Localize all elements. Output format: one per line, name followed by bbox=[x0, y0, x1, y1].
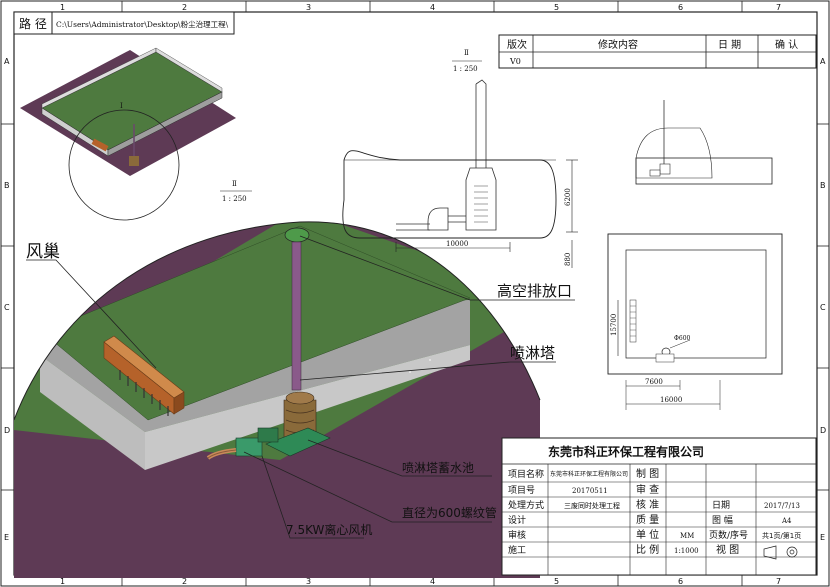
callout-spray-tower: 喷淋塔 bbox=[510, 344, 555, 362]
col-num-bottom: 4 bbox=[430, 577, 435, 586]
col-num-bottom: 2 bbox=[182, 577, 187, 586]
frame-numbers-top: 1 2 3 4 5 6 7 bbox=[60, 3, 781, 12]
dim-elevation-width: 10000 bbox=[446, 240, 468, 248]
tb-key: 项目号 bbox=[508, 485, 535, 496]
dim-plan-outer: 16000 bbox=[660, 396, 682, 404]
callout-line-spray bbox=[299, 361, 556, 381]
section-mark-overview: Ⅰ bbox=[120, 102, 123, 110]
callouts bbox=[26, 235, 575, 539]
rev-header-version: 版次 bbox=[507, 38, 527, 51]
tb-key: 设计 bbox=[508, 514, 526, 526]
overview-isometric: Ⅰ bbox=[20, 47, 236, 221]
elevation-view: Ⅱ 1 : 250 10000 6200 880 bbox=[342, 49, 578, 268]
dim-plan-vertical: 15700 bbox=[610, 314, 618, 336]
pool-base bbox=[265, 427, 331, 457]
scale-label-mid: Ⅱ 1 : 250 bbox=[220, 180, 252, 203]
tb-key: 审核 bbox=[508, 529, 526, 541]
col-num-bottom: 3 bbox=[306, 577, 311, 586]
callout-line-pipe bbox=[243, 451, 492, 523]
row-letter-left: C bbox=[4, 303, 10, 312]
detail-label-mid: Ⅱ bbox=[232, 180, 237, 188]
col-num-top: 7 bbox=[776, 3, 781, 12]
col-num-bottom: 6 bbox=[678, 577, 683, 586]
tb-value: 东莞市科正环保工程有限公司 bbox=[550, 470, 628, 478]
dim-diameter: Φ600 bbox=[674, 335, 691, 342]
fengchao-box bbox=[103, 335, 185, 416]
dim-elevation-base: 880 bbox=[564, 253, 572, 266]
path-label: 路 径 bbox=[19, 16, 47, 31]
detail-scale-mid: 1 : 250 bbox=[222, 195, 247, 203]
row-letter-left: E bbox=[4, 533, 9, 542]
tb-value: A4 bbox=[781, 517, 792, 525]
tb-key: 施工 bbox=[508, 544, 526, 556]
callout-pool: 喷淋塔蓄水池 bbox=[402, 461, 474, 475]
row-letter-left: D bbox=[4, 426, 10, 435]
row-letter-right: D bbox=[820, 426, 826, 435]
rev-header-content: 修改内容 bbox=[598, 38, 638, 51]
row-letter-right: A bbox=[820, 57, 826, 66]
tb-key: 制 图 bbox=[636, 467, 659, 480]
tb-key: 日期 bbox=[712, 500, 730, 511]
callout-pipe: 直径为600螺纹管 bbox=[402, 505, 497, 520]
tb-key: 审 查 bbox=[636, 483, 659, 496]
col-num-top: 6 bbox=[678, 3, 683, 12]
rev-header-confirm: 确 认 bbox=[775, 38, 798, 51]
col-num-bottom: 1 bbox=[60, 577, 65, 586]
callout-line-exhaust bbox=[299, 235, 575, 301]
row-letter-left: B bbox=[4, 181, 10, 190]
rev-header-date: 日 期 bbox=[718, 39, 741, 51]
tb-key: 质 量 bbox=[636, 514, 659, 526]
tb-value: MM bbox=[680, 532, 694, 540]
rev-row-version: V0 bbox=[509, 57, 521, 66]
tb-value: 2017/7/13 bbox=[764, 502, 800, 510]
detail-label-top: Ⅱ bbox=[464, 49, 469, 57]
tb-key: 视 图 bbox=[716, 543, 739, 556]
callout-fan: 7.5KW离心风机 bbox=[286, 522, 372, 537]
tb-key: 页数/序号 bbox=[709, 529, 748, 541]
fan-assembly bbox=[206, 427, 279, 460]
callout-exhaust: 高空排放口 bbox=[497, 282, 572, 300]
callout-line-pool bbox=[307, 439, 492, 477]
path-value: C:\Users\Administrator\Desktop\粉尘治理工程\ bbox=[56, 19, 229, 29]
tb-value: 20170511 bbox=[572, 487, 608, 495]
dim-plan-inner: 7600 bbox=[645, 378, 663, 386]
row-letter-right: B bbox=[820, 181, 826, 190]
title-block-rows: 项目名称 东莞市科正环保工程有限公司 制 图 项目号 20170511 审 查 … bbox=[508, 467, 801, 556]
col-num-top: 2 bbox=[182, 3, 187, 12]
callout-line-fengchao bbox=[26, 259, 157, 369]
tb-value: 三废同时处理工程 bbox=[564, 501, 620, 510]
detail-scale-top: 1 : 250 bbox=[453, 65, 478, 73]
side-elevation bbox=[635, 100, 773, 185]
tb-value: 1:1000 bbox=[674, 547, 699, 555]
path-bar bbox=[13, 11, 235, 35]
callout-line-fan bbox=[261, 455, 364, 539]
col-num-top: 1 bbox=[60, 3, 65, 12]
company-name: 东莞市科正环保工程有限公司 bbox=[548, 444, 704, 459]
tb-value: 共1页/第1页 bbox=[762, 531, 801, 540]
exhaust-stack bbox=[284, 227, 310, 391]
row-letter-right: C bbox=[820, 303, 826, 312]
tb-key: 图 幅 bbox=[712, 514, 733, 526]
col-num-top: 4 bbox=[430, 3, 435, 12]
dim-elevation-height: 6200 bbox=[564, 188, 572, 206]
col-num-top: 5 bbox=[554, 3, 559, 12]
col-num-bottom: 7 bbox=[776, 577, 781, 586]
frame-numbers-bottom: 1 2 3 4 5 6 7 bbox=[60, 577, 781, 586]
tb-key: 单 位 bbox=[636, 528, 659, 541]
frame-letters: A B C D E A B C D E bbox=[4, 57, 826, 542]
tb-key: 核 准 bbox=[636, 498, 659, 511]
tb-key: 比 例 bbox=[636, 543, 659, 556]
tb-key: 项目名称 bbox=[508, 468, 544, 480]
row-letter-left: A bbox=[4, 57, 10, 66]
tb-key: 处理方式 bbox=[508, 499, 544, 511]
col-num-top: 3 bbox=[306, 3, 311, 12]
row-letter-right: E bbox=[820, 533, 825, 542]
projection-symbol bbox=[763, 545, 798, 560]
revision-table: 版次 修改内容 日 期 确 认 V0 bbox=[498, 34, 817, 69]
plan-view: Φ600 15700 7600 16000 bbox=[607, 233, 783, 410]
large-isometric-view bbox=[13, 221, 541, 578]
callout-fengchao: 风巢 bbox=[26, 242, 60, 262]
col-num-bottom: 5 bbox=[554, 577, 559, 586]
